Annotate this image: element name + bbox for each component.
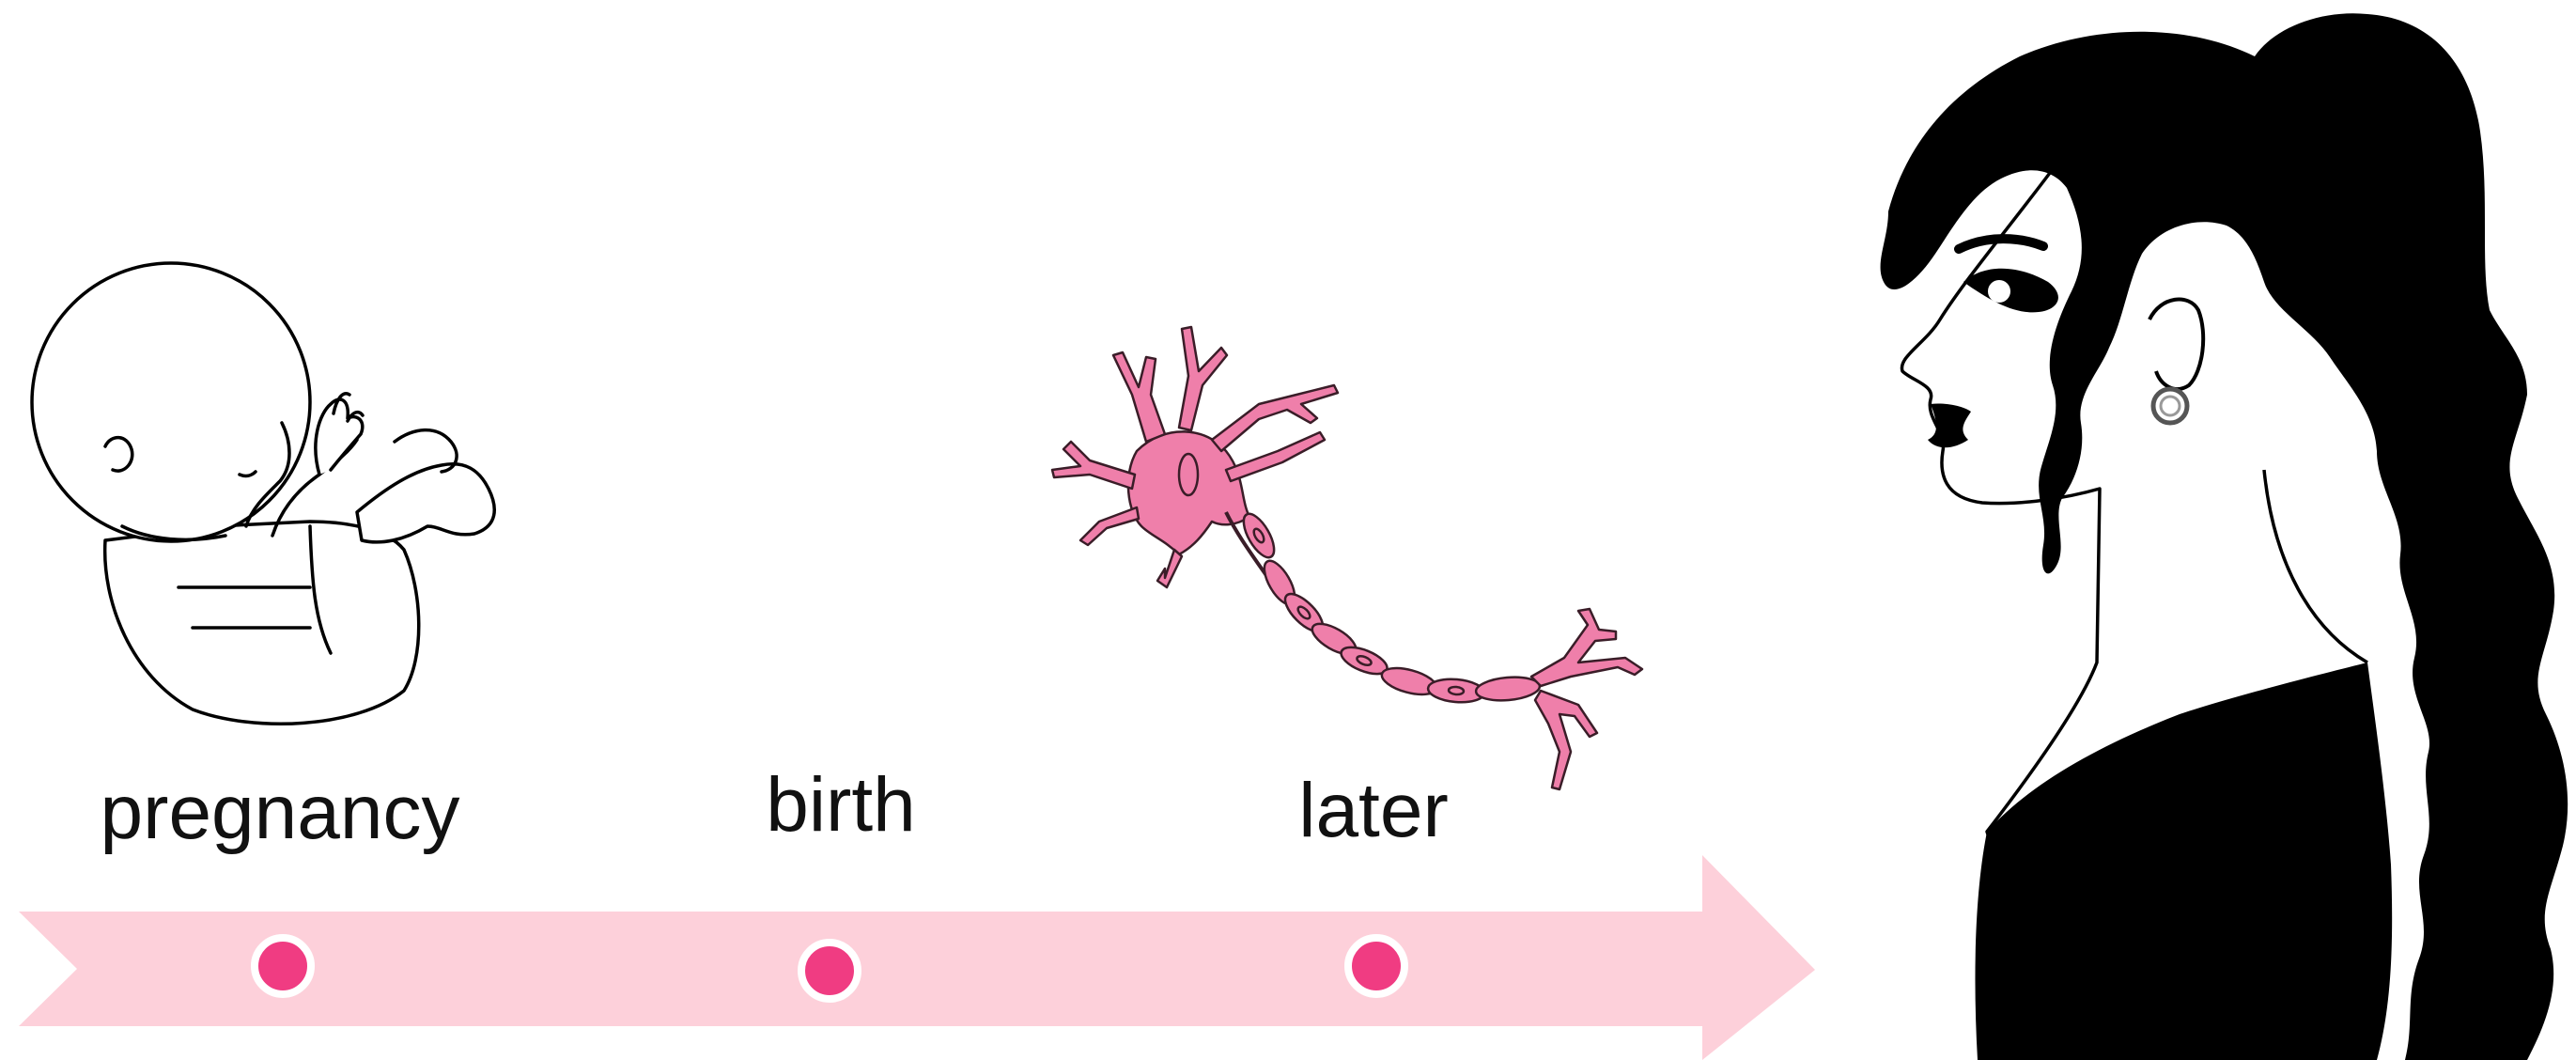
stage-dot-birth bbox=[801, 943, 858, 999]
woman-ear bbox=[2149, 300, 2203, 390]
stage-label-birth: birth bbox=[766, 762, 916, 848]
woman-lips bbox=[1928, 403, 1971, 447]
stage-label-later: later bbox=[1298, 768, 1449, 853]
stage-label-pregnancy: pregnancy bbox=[101, 770, 460, 855]
woman-dress bbox=[1975, 662, 2392, 1060]
woman-eye bbox=[1963, 269, 2058, 313]
fetus-icon bbox=[32, 263, 494, 724]
stage-dot-pregnancy bbox=[255, 938, 311, 994]
hoop-earring-icon bbox=[2153, 389, 2187, 423]
woman-profile-silhouette-icon bbox=[1881, 13, 2568, 1060]
stage-dot-later bbox=[1348, 938, 1404, 994]
neuron-icon bbox=[1052, 327, 1642, 789]
